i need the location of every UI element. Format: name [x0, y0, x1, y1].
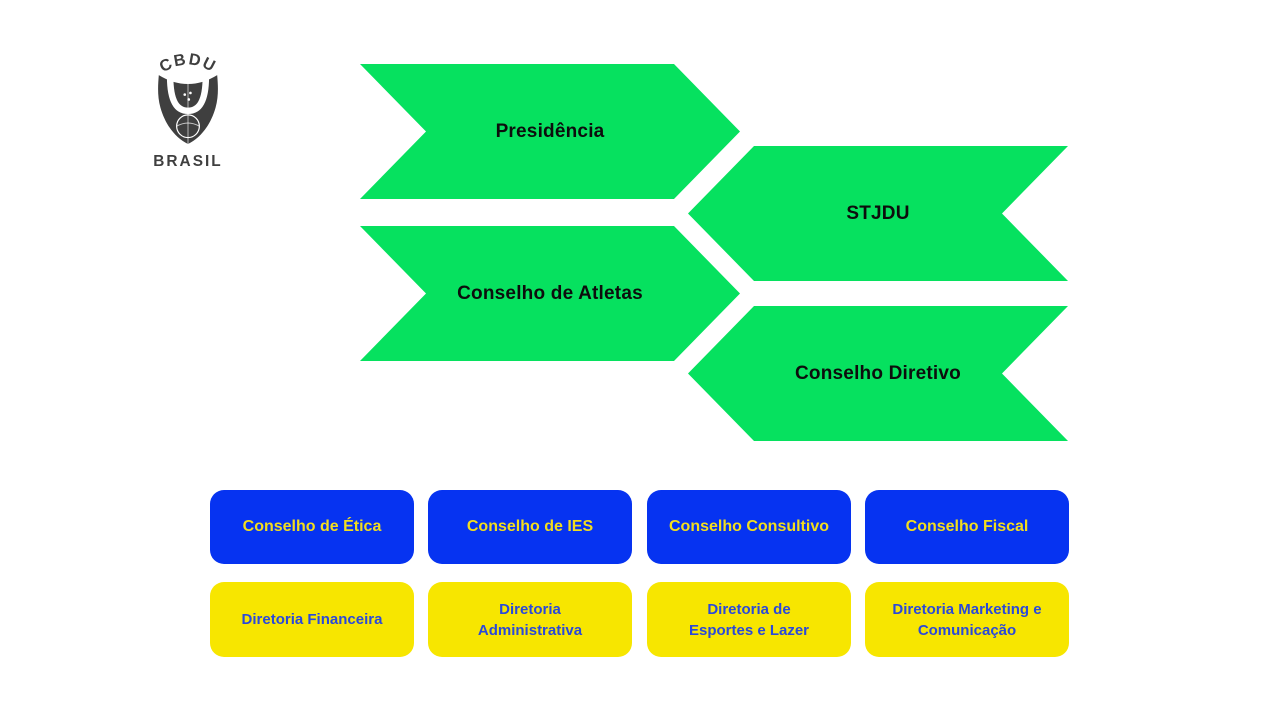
chevron-conselho-de-atletas: Conselho de Atletas [360, 226, 740, 361]
box-label: Conselho Fiscal [905, 517, 1029, 535]
chevron-stjdu: STJDU [688, 146, 1068, 281]
box-conselho-consultivo: Conselho Consultivo [647, 490, 851, 564]
chevron-conselho-diretivo: Conselho Diretivo [688, 306, 1068, 441]
cbdu-logo-graphic: CBDU BRASIL [153, 50, 222, 170]
chevron-label: Presidência [495, 120, 605, 142]
box-diretoria-financeira: Diretoria Financeira [210, 582, 414, 657]
box-label: Conselho de IES [466, 517, 594, 535]
chevron-label: STJDU [846, 202, 910, 224]
chevron-label: Conselho de Atletas [457, 282, 643, 304]
box-label: Diretoria Financeira [241, 611, 383, 628]
box-label: Conselho de Ética [242, 517, 382, 535]
box-label: Conselho Consultivo [669, 517, 829, 535]
logo-brasil-text: BRASIL [153, 153, 222, 170]
box-conselho-de-ies: Conselho de IES [428, 490, 632, 564]
box-conselho-fiscal: Conselho Fiscal [865, 490, 1069, 564]
logo-emblem-icon [158, 71, 218, 145]
chevron-presidencia: Presidência [360, 64, 740, 199]
box-conselho-de-etica: Conselho de Ética [210, 490, 414, 564]
chevron-label: Conselho Diretivo [795, 362, 961, 384]
cbdu-logo: CBDU BRASIL [146, 50, 230, 170]
